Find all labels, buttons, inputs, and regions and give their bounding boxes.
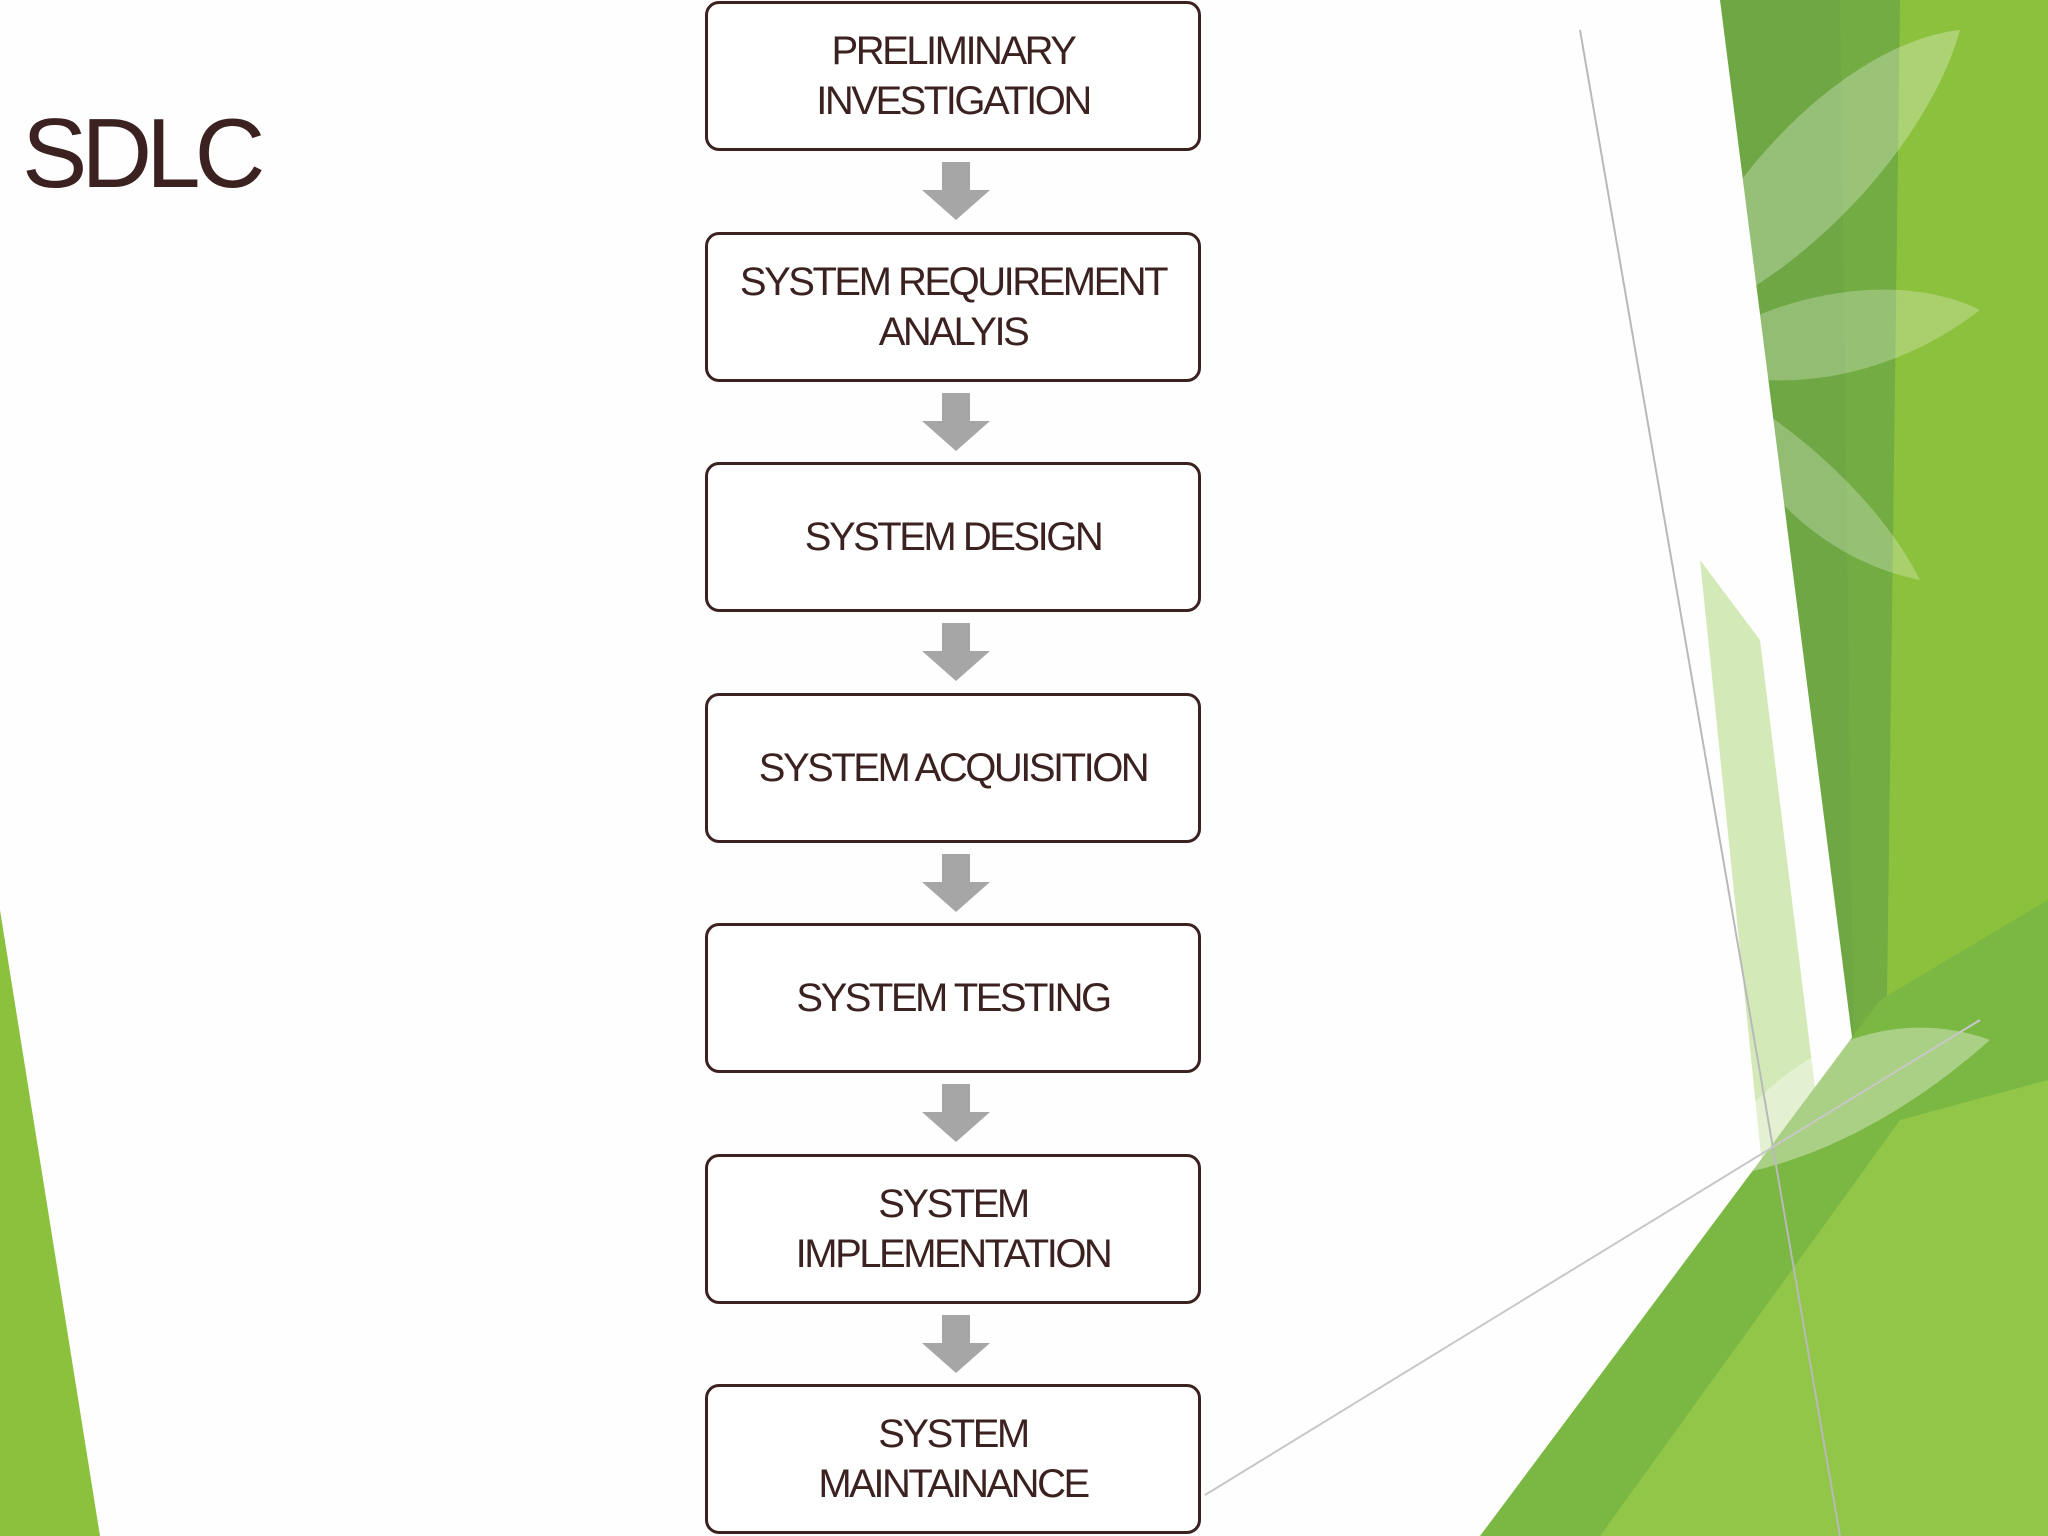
background-leaf — [1660, 30, 1960, 330]
flow-step-box: PRELIMINARY INVESTIGATION — [705, 1, 1201, 151]
flow-step-box: SYSTEM DESIGN — [705, 462, 1201, 612]
flow-step-label: SYSTEM REQUIREMENT ANALYIS — [739, 260, 1169, 354]
flow-step-label: SYSTEM TESTING — [796, 976, 1112, 1020]
flow-step-box: SYSTEM ACQUISITION — [705, 693, 1201, 843]
flow-step-box: SYSTEM REQUIREMENT ANALYIS — [705, 232, 1201, 382]
background-left-green-sliver — [0, 910, 100, 1536]
background-thin-line — [1204, 1019, 1981, 1496]
slide-title: SDLC — [22, 98, 265, 208]
flow-step-label: PRELIMINARY INVESTIGATION — [816, 29, 1092, 123]
arrow-down-icon — [922, 162, 990, 220]
background-leaf — [1710, 380, 1920, 580]
background-thin-line — [1579, 29, 1841, 1536]
flow-step-label: SYSTEM MAINTAINANCE — [818, 1412, 1090, 1506]
flow-step-box: SYSTEM IMPLEMENTATION — [705, 1154, 1201, 1304]
arrow-down-icon — [922, 854, 990, 912]
flow-step-box: SYSTEM MAINTAINANCE — [705, 1384, 1201, 1534]
flow-step-label: SYSTEM IMPLEMENTATION — [795, 1182, 1113, 1276]
arrow-down-icon — [922, 1315, 990, 1373]
background-leaf — [1680, 289, 1980, 381]
background-bottom-light-sweep — [1600, 1080, 2048, 1536]
arrow-down-icon — [922, 393, 990, 451]
flow-step-label: SYSTEM DESIGN — [804, 515, 1104, 559]
arrow-down-icon — [922, 1084, 990, 1142]
flow-step-box: SYSTEM TESTING — [705, 923, 1201, 1073]
flow-step-label: SYSTEM ACQUISITION — [758, 746, 1150, 790]
arrow-down-icon — [922, 623, 990, 681]
